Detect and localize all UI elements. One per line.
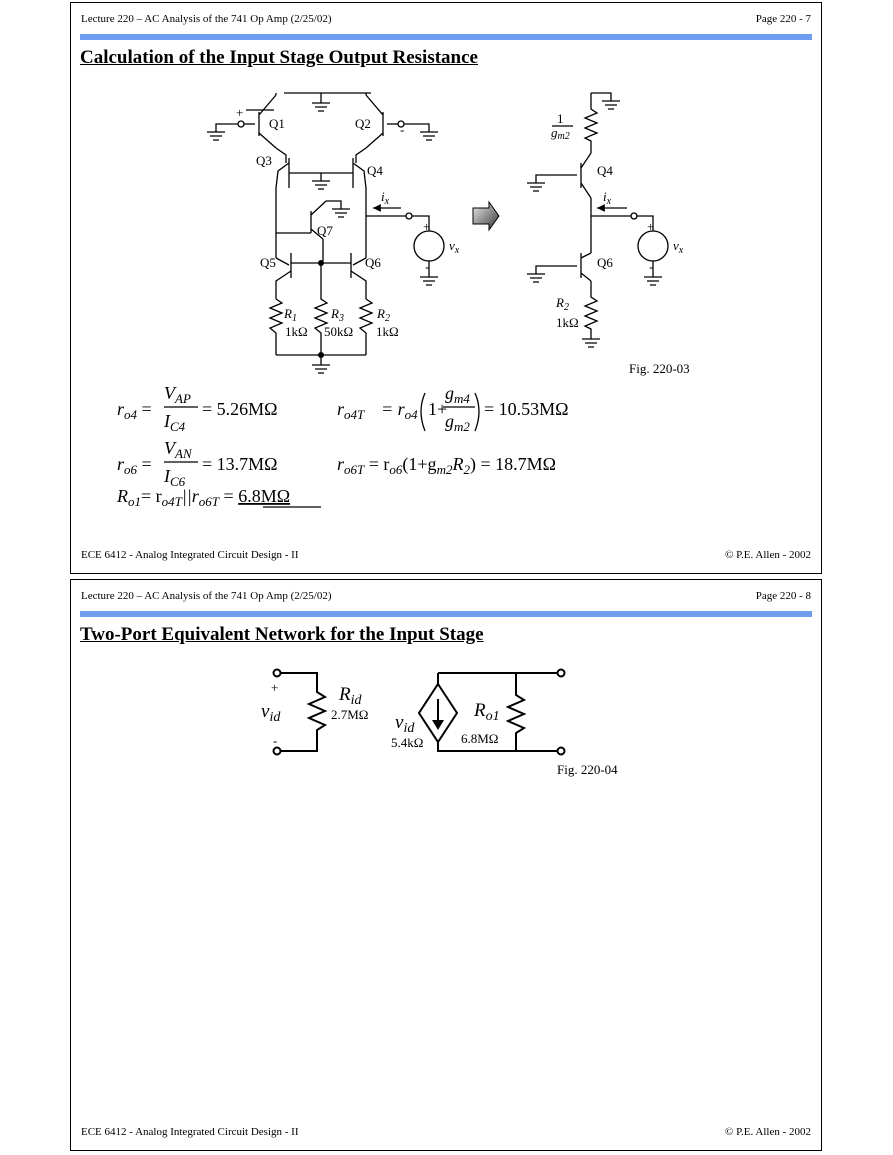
eq-ro4-result: = 5.26MΩ	[202, 399, 278, 419]
label-r3: R3	[330, 306, 344, 324]
eq-ro6-den: IC6	[163, 466, 186, 489]
footer-course: ECE 6412 - Analog Integrated Circuit Des…	[81, 549, 299, 561]
slide-page-8: Lecture 220 – AC Analysis of the 741 Op …	[70, 579, 822, 1151]
figure-caption: Fig. 220-03	[629, 361, 690, 376]
plus-sign: +	[236, 105, 243, 120]
label-q2: Q2	[355, 116, 371, 131]
two-port-network	[272, 668, 566, 756]
label-vx-eq: vx	[673, 238, 684, 256]
slide-title: Two-Port Equivalent Network for the Inpu…	[80, 624, 484, 645]
eq-ro4t-den: gm2	[445, 411, 470, 434]
label-vid-source: vid	[395, 712, 415, 736]
value-ro1: 6.8MΩ	[461, 731, 498, 746]
gm-denominator: gm2	[551, 125, 570, 142]
eq-ro6-num: VAN	[164, 438, 193, 461]
small-signal-equivalent-circuit	[527, 92, 669, 348]
figure-caption: Fig. 220-04	[557, 762, 618, 777]
eq-ro6-lhs: ro6 =	[117, 454, 152, 477]
label-vid-input: vid	[261, 701, 281, 725]
label-q6-eq: Q6	[597, 255, 613, 270]
value-rid: 2.7MΩ	[331, 707, 368, 722]
header-divider-bar	[80, 34, 812, 40]
label-q4: Q4	[367, 163, 383, 178]
source-plus-eq: +	[647, 219, 654, 234]
value-source-gm: 5.4kΩ	[391, 735, 423, 750]
header-page-number: Page 220 - 7	[755, 13, 811, 25]
input-stage-circuit-figure: + - Q1 Q2 Q3 Q4 Q5 Q6 Q7 ix + - vx R1 1k…	[116, 92, 690, 509]
eq-ro4-num: VAP	[164, 383, 191, 406]
slide-page-7: Lecture 220 – AC Analysis of the 741 Op …	[70, 2, 822, 574]
eq-ro4-lhs: ro4 =	[117, 399, 152, 422]
label-q1: Q1	[269, 116, 285, 131]
label-rid: Rid	[338, 684, 362, 708]
label-r2: R2	[376, 306, 390, 324]
slide-title: Calculation of the Input Stage Output Re…	[80, 47, 478, 68]
label-r1: R1	[283, 306, 297, 324]
source-plus: +	[423, 219, 430, 234]
eq-ro4t-one: 1+	[428, 399, 447, 419]
header-lecture-title: Lecture 220 – AC Analysis of the 741 Op …	[81, 590, 332, 602]
label-q6: Q6	[365, 255, 381, 270]
input-minus: -	[273, 733, 277, 748]
eq-ro6t: ro6T = ro6(1+gm2R2) = 18.7MΩ	[337, 454, 556, 477]
footer-copyright: © P.E. Allen - 2002	[725, 549, 811, 561]
label-q7: Q7	[317, 223, 333, 238]
label-ro1: Ro1	[473, 700, 500, 724]
minus-sign: -	[400, 122, 404, 137]
label-ix-eq: ix	[603, 189, 612, 207]
gm-numerator: 1	[557, 111, 564, 126]
source-minus-eq: -	[649, 259, 653, 274]
label-ix: ix	[381, 189, 390, 207]
value-r1: 1kΩ	[285, 324, 308, 339]
eq-ro4t-lhs: ro4T	[337, 399, 365, 422]
value-r2: 1kΩ	[376, 324, 399, 339]
eq-ro4t-result: = 10.53MΩ	[484, 399, 569, 419]
eq-ro4-den: IC4	[163, 411, 186, 434]
value-r3: 50kΩ	[324, 324, 353, 339]
footer-course: ECE 6412 - Analog Integrated Circuit Des…	[81, 1126, 299, 1138]
label-q4-eq: Q4	[597, 163, 613, 178]
two-port-network-figure: + - vid Rid 2.7MΩ vid 5.4kΩ Ro1 6.8MΩ Fi…	[261, 668, 618, 777]
label-q3: Q3	[256, 153, 272, 168]
label-r2-eq: R2	[555, 295, 569, 313]
header-divider-bar	[80, 611, 812, 617]
eq-ro1: Ro1= ro4T||ro6T = 6.8MΩ	[116, 486, 290, 509]
input-plus: +	[271, 680, 278, 695]
eq-ro4t-num: gm4	[445, 383, 470, 406]
header-lecture-title: Lecture 220 – AC Analysis of the 741 Op …	[81, 13, 332, 25]
value-r2-eq: 1kΩ	[556, 315, 579, 330]
eq-ro4t-mid: = ro4	[381, 399, 418, 422]
eq-ro6-result: = 13.7MΩ	[202, 454, 278, 474]
source-minus: -	[425, 259, 429, 274]
resistance-equations: ro4 = VAP IC4 = 5.26MΩ ro4T = ro4 1+ gm4…	[116, 383, 569, 509]
label-q5: Q5	[260, 255, 276, 270]
right-arrow-icon	[472, 200, 500, 232]
differential-input-circuit	[207, 92, 445, 374]
footer-copyright: © P.E. Allen - 2002	[725, 1126, 811, 1138]
header-page-number: Page 220 - 8	[755, 590, 811, 602]
label-vx: vx	[449, 238, 460, 256]
